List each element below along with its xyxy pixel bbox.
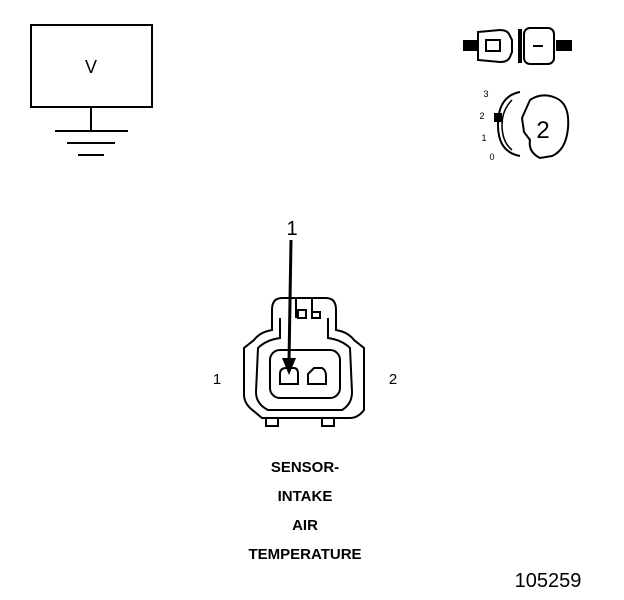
ignition-key-icon: 3 2 1 0 2	[479, 89, 570, 162]
component-label-line: AIR	[292, 517, 318, 534]
key-position-label: 0	[489, 152, 494, 162]
key-position-label: 2	[479, 111, 484, 121]
ground-icon	[55, 107, 128, 156]
pin-label-2: 2	[389, 371, 397, 388]
figure-number: 105259	[515, 570, 582, 592]
component-label-line: SENSOR-	[271, 459, 339, 476]
key-selected-position: 2	[536, 117, 549, 144]
key-position-label: 1	[481, 133, 486, 143]
component-label-line: INTAKE	[278, 488, 333, 505]
callout-arrow	[282, 239, 296, 375]
connector-plug-icon	[463, 27, 572, 65]
key-position-label: 3	[483, 89, 488, 99]
voltmeter-symbol: V	[30, 24, 153, 156]
voltmeter-label: V	[85, 57, 97, 77]
callout-number: 1	[286, 218, 297, 240]
component-label-line: TEMPERATURE	[248, 546, 361, 563]
pin-label-1: 1	[213, 371, 221, 388]
sensor-connector-face	[243, 297, 365, 427]
